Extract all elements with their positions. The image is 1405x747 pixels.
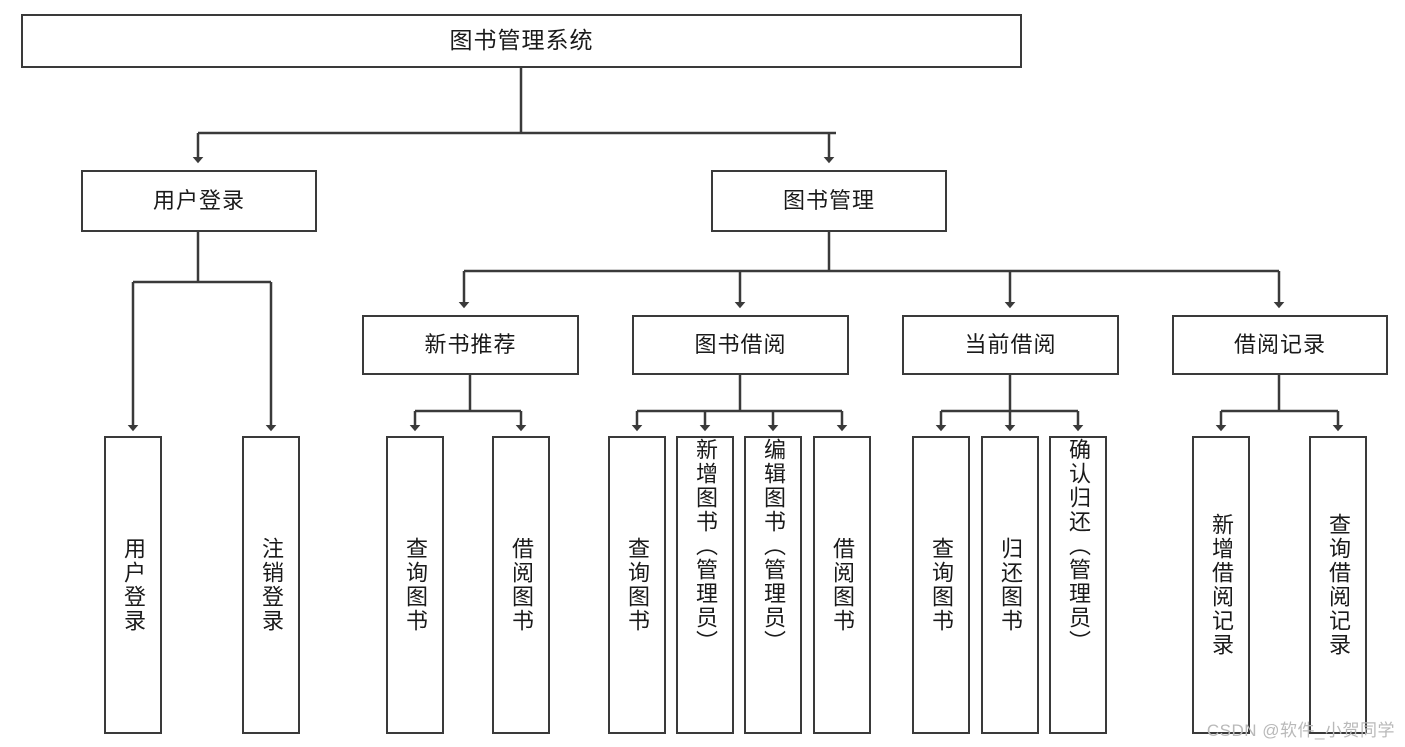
node-current-borrow[interactable]: 当前借阅 [902, 315, 1119, 375]
node-leaf-confirm-return[interactable]: 确认归还（管理员） [1049, 436, 1107, 734]
node-leaf-user-login[interactable]: 用户登录 [104, 436, 162, 734]
node-leaf-return-book[interactable]: 归还图书 [981, 436, 1039, 734]
node-leaf-borrow-book-1[interactable]: 借阅图书 [492, 436, 550, 734]
node-label: 查询图书 [402, 537, 428, 633]
node-user-login[interactable]: 用户登录 [81, 170, 317, 232]
node-label: 图书管理 [782, 187, 875, 213]
node-leaf-query-book-2[interactable]: 查询图书 [608, 436, 666, 734]
node-label: 借阅记录 [1233, 331, 1326, 357]
node-label: 查询图书 [928, 537, 954, 633]
node-leaf-borrow-book-2[interactable]: 借阅图书 [813, 436, 871, 734]
watermark-text: CSDN @软件_小贺同学 [1206, 721, 1395, 740]
node-label: 新增借阅记录 [1208, 513, 1234, 657]
node-root-system[interactable]: 图书管理系统 [21, 14, 1022, 68]
node-leaf-query-record[interactable]: 查询借阅记录 [1309, 436, 1367, 734]
node-label: 图书借阅 [694, 331, 787, 357]
node-label: 新增图书（管理员） [692, 438, 718, 654]
node-leaf-query-book-1[interactable]: 查询图书 [386, 436, 444, 734]
node-label: 用户登录 [152, 187, 245, 213]
node-label: 借阅图书 [829, 537, 855, 633]
node-label: 归还图书 [997, 537, 1023, 633]
node-book-manage[interactable]: 图书管理 [711, 170, 947, 232]
node-leaf-query-book-3[interactable]: 查询图书 [912, 436, 970, 734]
node-borrow-record[interactable]: 借阅记录 [1172, 315, 1388, 375]
node-leaf-add-record[interactable]: 新增借阅记录 [1192, 436, 1250, 734]
node-label: 用户登录 [120, 537, 146, 633]
node-label: 确认归还（管理员） [1065, 438, 1091, 654]
node-book-borrow[interactable]: 图书借阅 [632, 315, 849, 375]
node-leaf-user-logout[interactable]: 注销登录 [242, 436, 300, 734]
node-label: 图书管理系统 [449, 27, 594, 54]
node-label: 新书推荐 [424, 331, 517, 357]
node-new-book-rec[interactable]: 新书推荐 [362, 315, 579, 375]
node-leaf-add-book[interactable]: 新增图书（管理员） [676, 436, 734, 734]
node-label: 注销登录 [258, 537, 284, 633]
node-label: 查询借阅记录 [1325, 513, 1351, 657]
node-label: 查询图书 [624, 537, 650, 633]
node-label: 借阅图书 [508, 537, 534, 633]
node-label: 当前借阅 [964, 331, 1057, 357]
node-leaf-edit-book[interactable]: 编辑图书（管理员） [744, 436, 802, 734]
node-label: 编辑图书（管理员） [760, 438, 786, 654]
